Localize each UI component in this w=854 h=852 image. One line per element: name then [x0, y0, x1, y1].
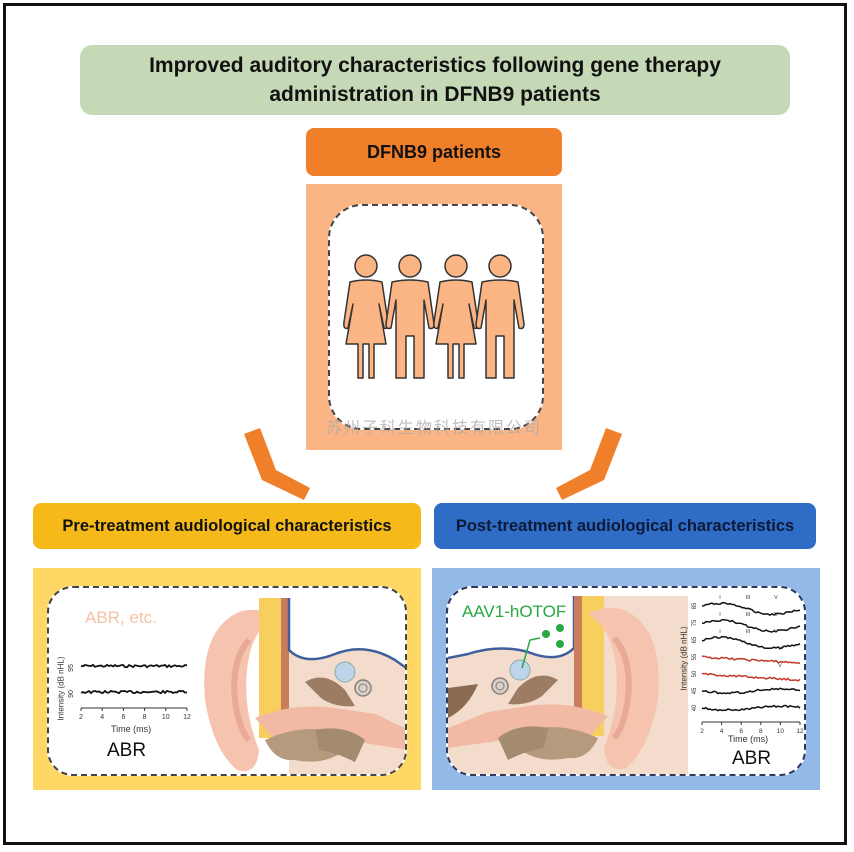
pre-treatment-header-label: Pre-treatment audiological characteristi… — [62, 516, 392, 535]
left-arrow-icon — [244, 428, 310, 500]
wave-marker: V — [778, 646, 782, 652]
female-figure-icon — [343, 254, 389, 379]
vector-label: AAV1-hOTOF — [462, 602, 567, 621]
post-abr-trace — [701, 687, 801, 695]
post-trace-label: 85 — [692, 602, 698, 609]
wave-marker: V — [774, 595, 778, 601]
x-tick-label: 12 — [796, 728, 804, 735]
pre-trace-label: 90 — [68, 690, 75, 698]
post-abr-label: ABR — [732, 748, 772, 769]
post-treatment-header: Post-treatment audiological characterist… — [434, 503, 816, 549]
post-abr-trace — [701, 635, 801, 650]
image-frame — [3, 3, 847, 845]
virus-particle-icon — [556, 624, 564, 632]
ear-anatomy-illustration — [204, 598, 405, 774]
watermark-text: 苏州子科生物科技有限公司 — [325, 418, 542, 437]
post-trace-label: 40 — [692, 704, 698, 711]
post-trace-label: 75 — [692, 619, 698, 626]
wave-marker: I — [719, 612, 721, 618]
post-trace-label: 55 — [692, 653, 698, 660]
x-tick-label: 8 — [759, 728, 763, 735]
post-abr-trace — [701, 618, 801, 633]
x-tick-label: 2 — [700, 728, 704, 735]
post-abr-trace — [701, 672, 801, 682]
right-arrow-icon — [556, 428, 622, 500]
wave-marker: III — [746, 595, 751, 601]
x-tick-label: 4 — [100, 714, 104, 721]
wave-marker: I — [719, 629, 721, 635]
page-title: Improved auditory characteristics follow… — [149, 54, 721, 106]
x-tick-label: 12 — [183, 714, 191, 721]
post-abr-trace — [701, 655, 801, 665]
pre-abr-chart: 95 90 2 4 6 8 10 12 — [68, 663, 191, 721]
pre-abr-xlabel: Time (ms) — [111, 724, 152, 734]
patients-panel: 苏州子科生物科技有限公司 — [306, 184, 562, 450]
x-tick-label: 4 — [720, 728, 724, 735]
x-tick-label: 6 — [739, 728, 743, 735]
wave-marker: III — [746, 612, 751, 618]
x-tick-label: 6 — [121, 714, 125, 721]
injection-pointer — [521, 637, 541, 669]
patients-header-label: DFNB9 patients — [366, 141, 501, 162]
virus-particle-icon — [542, 630, 550, 638]
patients-group-icon — [343, 254, 525, 379]
pre-abr-trace — [80, 663, 188, 669]
wave-marker: I — [719, 595, 721, 601]
virus-particle-icon — [556, 640, 564, 648]
pre-treatment-header: Pre-treatment audiological characteristi… — [33, 503, 421, 549]
post-trace-label: 50 — [692, 670, 698, 677]
title-banner: Improved auditory characteristics follow… — [80, 45, 790, 115]
wave-marker: III — [746, 629, 751, 635]
post-treatment-header-label: Post-treatment audiological characterist… — [455, 516, 795, 535]
pre-abr-trace — [80, 689, 188, 695]
post-trace-label: 65 — [692, 636, 698, 643]
post-trace-label: 45 — [692, 687, 698, 694]
x-tick-label: 10 — [162, 714, 170, 721]
x-tick-label: 10 — [777, 728, 785, 735]
male-figure-icon — [385, 254, 435, 379]
x-tick-label: 2 — [79, 714, 83, 721]
pre-abr-label: ABR — [107, 740, 147, 761]
post-abr-xlabel: Time (ms) — [728, 734, 769, 744]
x-tick-label: 8 — [143, 714, 147, 721]
wave-marker: V — [774, 612, 778, 618]
wave-marker: V — [778, 663, 782, 669]
ear-anatomy-illustration — [448, 596, 688, 774]
post-abr-trace — [701, 704, 801, 712]
post-abr-trace — [701, 601, 801, 616]
male-figure-icon — [475, 254, 525, 379]
patients-header: DFNB9 patients — [306, 128, 562, 176]
pre-trace-label: 95 — [68, 664, 75, 672]
abr-etc-note: ABR, etc. — [85, 608, 157, 627]
wave-marker: V — [774, 629, 778, 635]
female-figure-icon — [433, 254, 479, 379]
